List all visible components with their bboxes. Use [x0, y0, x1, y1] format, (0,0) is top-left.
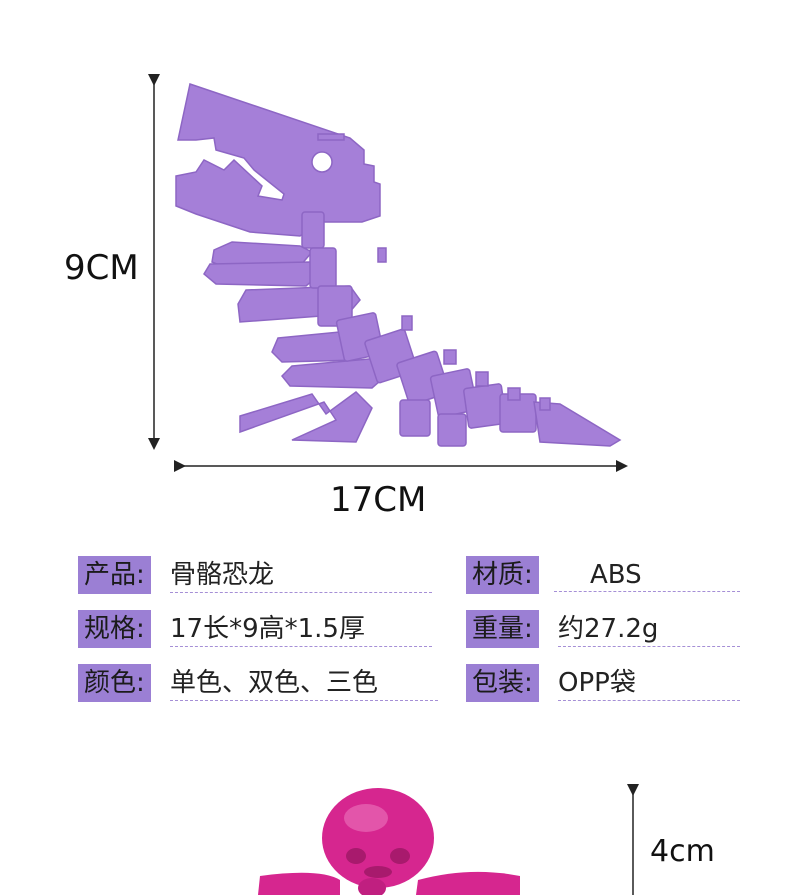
octopus-toy-image — [258, 788, 520, 895]
spec-label-weight: 重量: — [466, 610, 539, 648]
spec-label-size: 规格: — [78, 610, 151, 648]
spec-value-weight: 约27.2g — [558, 610, 740, 647]
spec-value-size: 17长*9高*1.5厚 — [170, 610, 432, 647]
spec-label-color: 颜色: — [78, 664, 151, 702]
spec-label-material: 材质: — [466, 556, 539, 594]
spec-value-packaging: OPP袋 — [558, 664, 740, 701]
length-dimension-label: 17CM — [330, 480, 427, 520]
dinosaur-skeleton-image — [175, 83, 622, 447]
spec-label-packaging: 包装: — [466, 664, 539, 702]
height-dimension-label: 9CM — [64, 248, 139, 288]
spec-value-color: 单色、双色、三色 — [170, 664, 438, 701]
spec-value-product: 骨骼恐龙 — [170, 556, 432, 593]
spec-value-material: ABS — [554, 556, 740, 592]
spec-label-product: 产品: — [78, 556, 151, 594]
octopus-height-label: 4cm — [650, 834, 715, 869]
